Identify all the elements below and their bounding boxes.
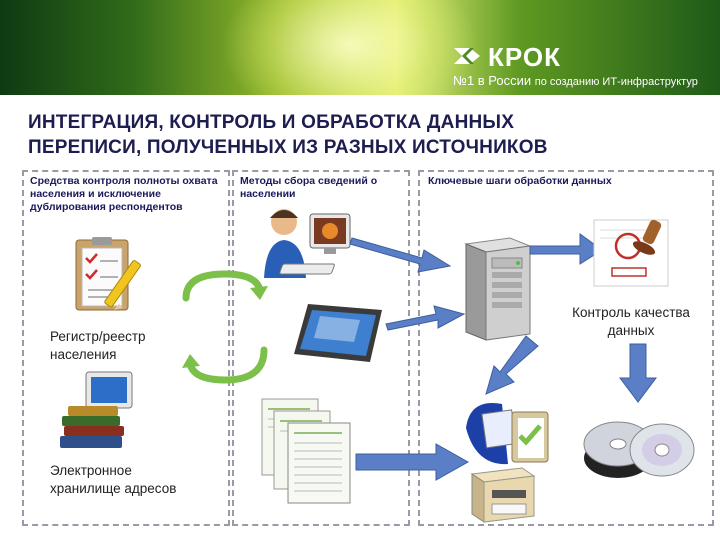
arrow-quality-down-icon <box>619 343 657 403</box>
tagline-main: №1 в России <box>453 73 532 88</box>
arrow-tablet-to-server-icon <box>385 305 466 331</box>
panel-control <box>22 170 230 526</box>
form-sheet-front <box>287 422 351 504</box>
brand-name: КРОК <box>488 42 561 72</box>
tablet-device-icon <box>294 304 382 362</box>
blue-folder-checklist-icon <box>466 403 549 465</box>
arrow-server-to-quality-icon <box>529 233 603 265</box>
scanner-printer-icon <box>470 467 536 523</box>
header-banner: КРОК №1 в России по созданию ИТ-инфрастр… <box>0 0 720 95</box>
arrow-methods-to-server-icon <box>349 237 452 273</box>
krok-logo-icon <box>454 48 480 64</box>
quality-label: Контроль качества данных <box>572 305 690 338</box>
census-forms-icon <box>261 398 351 504</box>
page-title: ИНТЕГРАЦИЯ, КОНТРОЛЬ И ОБРАБОТКА ДАННЫХ … <box>28 110 708 160</box>
title-line-2: ПЕРЕПИСИ, ПОЛУЧЕННЫХ ИЗ РАЗНЫХ ИСТОЧНИКО… <box>28 137 548 158</box>
panel-processing <box>418 170 714 526</box>
cycle-arrow-top-icon <box>182 270 268 302</box>
computer-books-icon <box>60 371 133 448</box>
arrow-server-down-icon <box>485 335 539 395</box>
registry-label: Регистр/реестр населения <box>50 329 146 362</box>
control-heading: Средства контроля полноты охвата населен… <box>30 175 218 213</box>
header-glow <box>220 0 480 95</box>
approval-stamp-icon <box>593 219 669 287</box>
optical-discs-icon <box>583 421 695 478</box>
operator-computer-icon <box>264 209 351 278</box>
storage-label: Электронное хранилище адресов <box>50 463 177 496</box>
methods-heading: Методы сбора сведений о населении <box>240 175 378 200</box>
server-icon <box>464 237 532 341</box>
cycle-arrow-bottom-icon <box>182 346 268 384</box>
panel-methods <box>232 170 410 526</box>
title-line-1: ИНТЕГРАЦИЯ, КОНТРОЛЬ И ОБРАБОТКА ДАННЫХ <box>28 112 515 133</box>
tagline-rest: по созданию ИТ-инфраструктур <box>534 76 698 88</box>
processing-heading: Ключевые шаги обработки данных <box>428 175 612 187</box>
brand-tagline: №1 в России по созданию ИТ-инфраструктур <box>453 73 698 88</box>
clipboard-checklist-icon <box>75 237 141 311</box>
arrow-forms-to-scanner-icon <box>355 443 470 481</box>
